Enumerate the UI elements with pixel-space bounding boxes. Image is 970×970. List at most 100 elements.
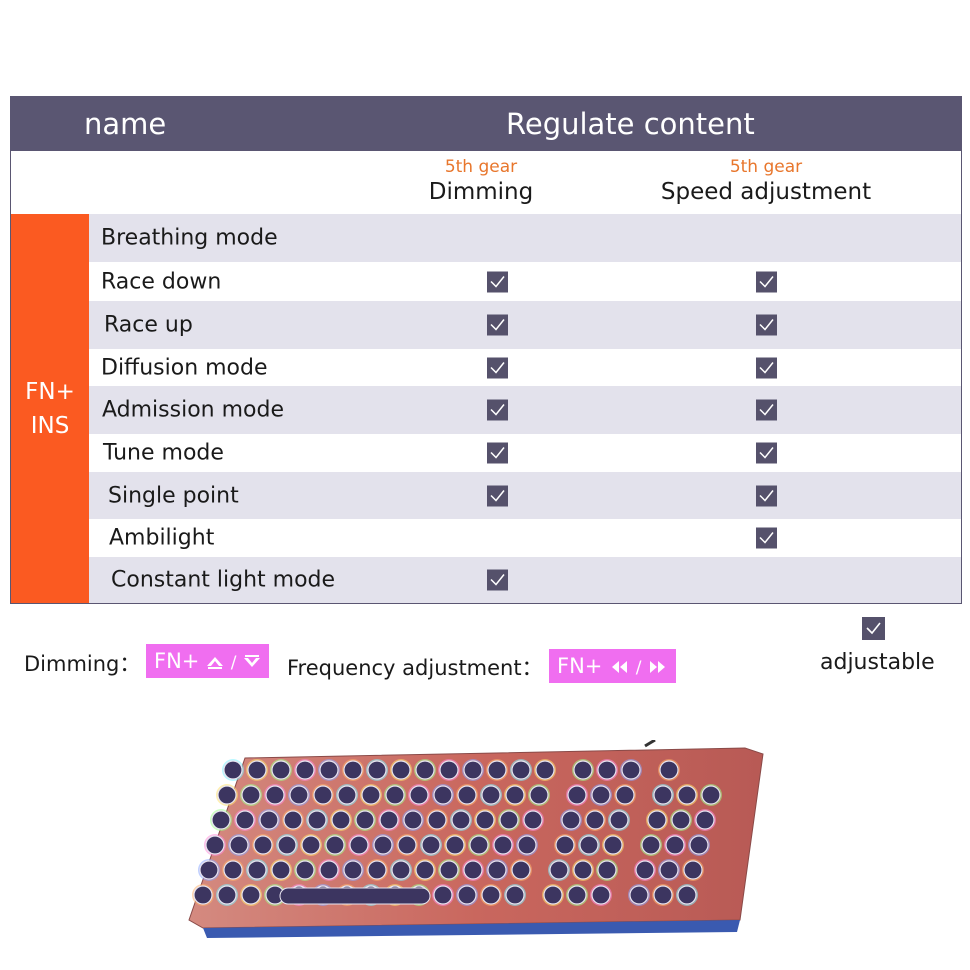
keycap [193, 885, 213, 905]
speed-gear: 5th gear [729, 157, 803, 177]
keycap [259, 810, 279, 830]
keycap [463, 760, 483, 780]
mode-name: Diffusion mode [101, 355, 268, 380]
keycap [397, 835, 417, 855]
keycap [641, 835, 661, 855]
keycap [487, 760, 507, 780]
keycap [475, 810, 495, 830]
dimming-gear: 5th gear [444, 157, 518, 177]
table-row: Tune mode [89, 434, 961, 472]
keycap [511, 860, 531, 880]
keycap [289, 785, 309, 805]
keycap [229, 835, 249, 855]
up-arrow-icon [207, 657, 224, 669]
mode-name: Race up [104, 312, 193, 338]
table-row: Constant light mode [89, 557, 961, 603]
table-header: name Regulate content [11, 97, 961, 151]
keycap [301, 835, 321, 855]
keycap [247, 760, 267, 780]
keycap [217, 785, 237, 805]
header-name: name [84, 107, 167, 141]
keycap [677, 885, 697, 905]
keycap [591, 885, 611, 905]
adjustable-label: adjustable [820, 650, 935, 675]
down-arrow-icon [244, 655, 261, 667]
keycap [445, 835, 465, 855]
keycap [493, 835, 513, 855]
keycap [695, 810, 715, 830]
checkmark-icon [487, 399, 508, 421]
keycap [247, 860, 267, 880]
keycap [469, 835, 489, 855]
keycap [409, 785, 429, 805]
adjustable-checkmark-icon [862, 617, 885, 640]
checkmark-icon [487, 569, 508, 591]
keycap [385, 785, 405, 805]
keycap [355, 810, 375, 830]
keycap [505, 785, 525, 805]
right-arrow-icon [650, 661, 666, 673]
keycap [211, 810, 231, 830]
mode-name: Race down [101, 269, 222, 294]
keycap [603, 835, 623, 855]
column-speed: 5th gear Speed adjustment [641, 157, 891, 207]
table-row: Breathing mode [89, 214, 961, 262]
checkmark-icon [756, 485, 777, 506]
keycap [367, 760, 387, 780]
keycap [337, 785, 357, 805]
mode-name: Admission mode [102, 397, 284, 423]
keycap [439, 760, 459, 780]
legend-frequency-label: Frequency adjustment： [287, 656, 543, 680]
keycap [689, 835, 709, 855]
table-row: Single point [89, 472, 961, 519]
column-dimming: 5th gear Dimming [406, 157, 556, 207]
checkmark-icon [487, 485, 508, 506]
table-row: Ambilight [89, 519, 961, 557]
keycap [433, 885, 453, 905]
keycap [295, 860, 315, 880]
keycap [535, 760, 555, 780]
left-arrow-icon [612, 661, 628, 673]
keycap [241, 785, 261, 805]
keycap [517, 835, 537, 855]
keycap [543, 885, 563, 905]
keycap [597, 760, 617, 780]
keycap [307, 810, 327, 830]
keycap [555, 835, 575, 855]
speed-label: Speed adjustment [660, 179, 872, 205]
keycap [635, 860, 655, 880]
keycap [549, 860, 569, 880]
mode-name: Ambilight [109, 525, 215, 551]
mode-name: Tune mode [103, 440, 224, 466]
keycap [671, 810, 691, 830]
keycap [361, 785, 381, 805]
mode-table: name Regulate content 5th gear Dimming 5… [10, 96, 962, 604]
fn-label: FN+ [25, 378, 75, 405]
keycap [379, 810, 399, 830]
keycap [313, 785, 333, 805]
table-row: Race down [89, 262, 961, 301]
keycap [609, 810, 629, 830]
ins-label: INS [30, 412, 70, 439]
keycap [481, 785, 501, 805]
keycap [463, 860, 483, 880]
keycap [403, 810, 423, 830]
keycap [457, 885, 477, 905]
keycap [647, 810, 667, 830]
keycap [343, 760, 363, 780]
mode-name: Breathing mode [101, 225, 278, 251]
keycap [271, 860, 291, 880]
checkmark-icon [487, 314, 508, 336]
dimming-label: Dimming [428, 179, 534, 205]
mode-name: Constant light mode [111, 567, 336, 593]
keycap [391, 760, 411, 780]
dimming-key-badge: FN+ / [146, 644, 270, 678]
keycap [659, 860, 679, 880]
legend: Dimming： FN+ / Frequency adjustment： FN+… [0, 640, 970, 700]
keycap [319, 860, 339, 880]
keycap [427, 810, 447, 830]
keycap [349, 835, 369, 855]
keycap [325, 835, 345, 855]
keycap [573, 860, 593, 880]
